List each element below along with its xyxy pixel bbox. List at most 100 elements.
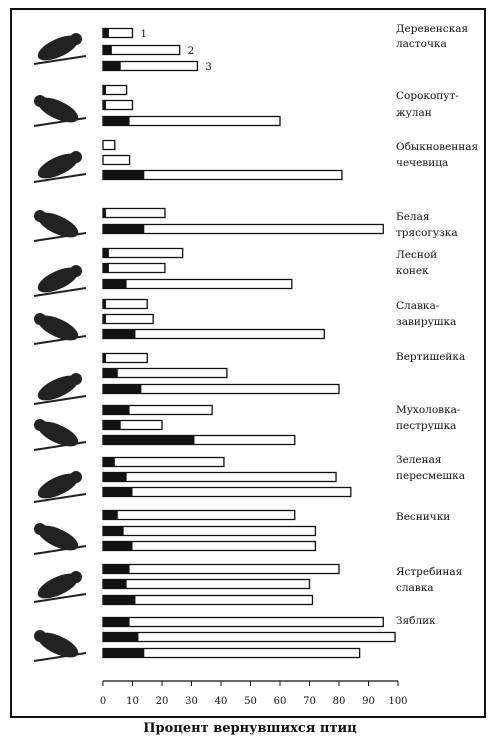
bar-total [102,631,396,643]
bar-dark-segment [103,617,130,627]
series-index-label: 1 [141,29,147,40]
bar-total [102,99,134,111]
bar-dark-segment [103,224,145,234]
x-tick-label: 10 [126,696,139,707]
bar-dark-segment [103,595,136,605]
bar-total [102,247,184,259]
bird-silhouette-icon [33,471,87,503]
bird-silhouette-icon [33,210,87,242]
bar-dark-segment [103,541,133,551]
bar-dark-segment [103,329,136,339]
bar-total [102,509,296,521]
bar-dark-segment [103,314,106,324]
x-tick-label: 80 [333,696,346,707]
bar-dark-segment [103,420,121,430]
bar-total [102,367,228,379]
bar-dark-segment [103,248,109,258]
series-index-label: 3 [205,62,211,73]
bar-dark-segment [103,632,139,642]
bar-dark-segment [103,279,127,289]
bird-silhouette-icon [33,419,87,451]
species-group [102,616,396,659]
species-group [102,456,352,498]
species-label: Вертишейка [396,351,465,363]
bar-total [102,616,384,628]
bird-illustrations [33,33,87,662]
species-group [102,247,293,290]
bar-total [102,207,166,219]
bird-silhouette-icon [33,95,87,127]
bar-dark-segment [103,405,130,415]
bar-total [102,313,154,325]
x-tick-label: 40 [215,696,228,707]
bar-total [102,84,128,96]
bar-total [102,262,166,274]
bird-silhouette-icon [33,373,87,405]
bar-total [102,154,131,166]
bird-silhouette-icon [33,571,87,603]
bar-total [102,328,325,340]
bar-dark-segment [103,116,130,126]
bar-dark-segment [103,472,127,482]
x-axis-title: Процент вернувшихся птиц [143,721,357,736]
bar-dark-segment [103,384,142,394]
bar-dark-segment [103,510,118,520]
bar-dark-segment [103,526,124,536]
bar-total [102,525,317,537]
species-group [102,139,343,181]
x-tick-label: 50 [244,696,257,707]
species-group [102,404,296,446]
bar-dark-segment [103,208,106,218]
bar-total [102,456,225,468]
bar-total [102,223,384,235]
bar-dark-segment [103,564,130,574]
bar-total [102,44,181,56]
x-tick-label: 20 [156,696,169,707]
bar-dark-segment [103,100,106,110]
species-group [102,207,384,235]
species-label: Зяблик [396,615,436,627]
bar-total [102,540,317,552]
x-tick-label: 0 [100,696,106,707]
bar-dark-segment [103,45,112,55]
bar-dark-segment [103,170,145,180]
bar-dark-segment [103,368,118,378]
bird-silhouette-icon [33,523,87,555]
bar-total [102,471,337,483]
species-label: Веснички [396,511,450,523]
bar-total [102,578,311,590]
bar-dark-segment [103,648,145,658]
bar-total [102,352,148,364]
bird-silhouette-icon [33,265,87,297]
bar-dark-segment [103,28,109,38]
x-tick-label: 90 [362,696,375,707]
species-group [102,27,199,72]
species-group [102,352,340,395]
bar-dark-segment [103,61,121,71]
species-group [102,298,325,340]
x-tick-label: 100 [388,696,407,707]
species-label: Сорокопут-жулан [396,90,459,119]
bar-dark-segment [103,457,115,467]
species-label: Мухоловка-пеструшка [396,404,461,432]
bar-total [102,486,352,498]
x-tick-label: 30 [185,696,198,707]
bar-dark-segment [103,299,106,309]
bird-silhouette-icon [33,630,87,662]
bar-total [102,563,340,575]
x-tick-label: 60 [274,696,287,707]
bird-silhouette-icon [33,33,87,65]
bar-total [102,139,116,151]
bar-total [102,278,293,290]
species-group [102,84,281,127]
bird-silhouette-icon [33,151,87,183]
